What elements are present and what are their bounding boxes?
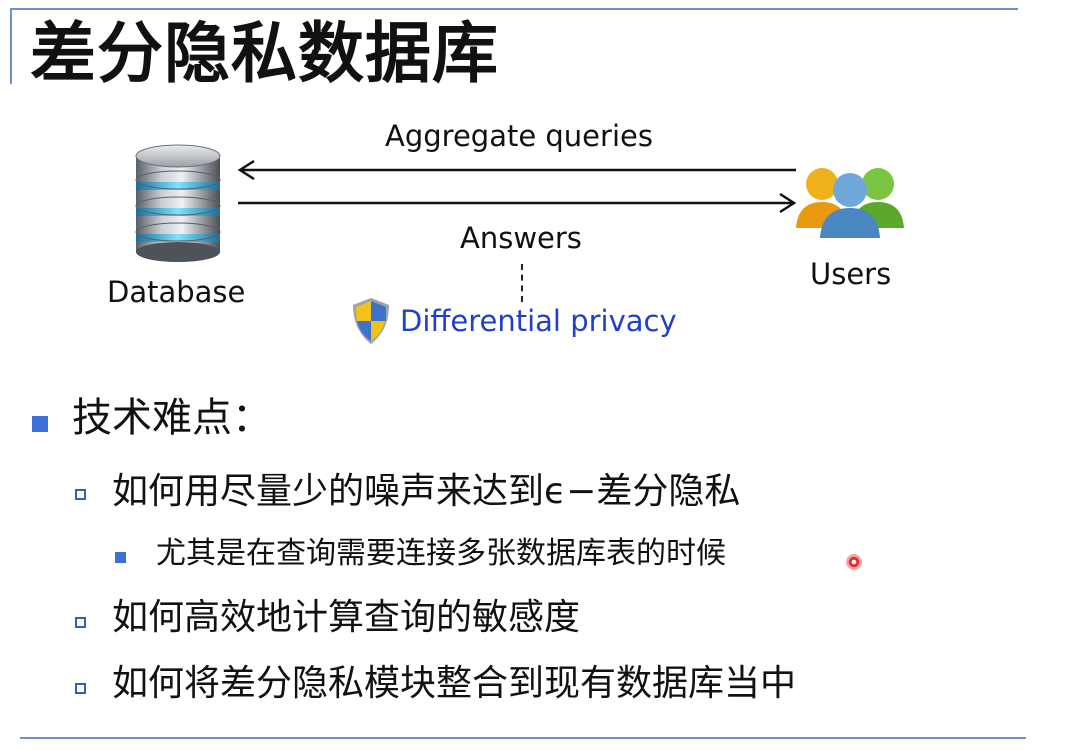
flow-arrows [230,155,810,215]
database-label: Database [107,275,246,309]
shield-icon [350,296,392,346]
bullet-hollow-square-icon [75,683,86,694]
slide-title: 差分隐私数据库 [30,15,499,92]
answers-label: Answers [460,221,582,255]
bullet-square-icon [32,416,48,432]
users-icon [792,162,912,240]
differential-privacy-label: Differential privacy [400,304,677,338]
left-rule [10,8,12,84]
users-label: Users [810,257,892,291]
bullet-item: 如何高效地计算查询的敏感度 [112,597,581,638]
top-rule [10,8,1018,10]
bullet-hollow-square-icon [75,617,86,628]
pointer-dot-icon [846,554,862,570]
bullet-heading: 技术难点： [72,395,272,441]
bullet-item: 如何用尽量少的噪声来达到ϵ−差分隐私 [112,471,741,512]
bullet-item: 如何将差分隐私模块整合到现有数据库当中 [112,663,797,704]
bottom-rule [20,737,1026,739]
bullet-hollow-square-icon [75,489,86,500]
bullet-subitem: 尤其是在查询需要连接多张数据库表的时候 [156,536,726,571]
queries-label: Aggregate queries [385,119,653,153]
database-icon [132,142,224,266]
bullet-small-square-icon [115,552,126,563]
dashed-connector [521,264,523,302]
